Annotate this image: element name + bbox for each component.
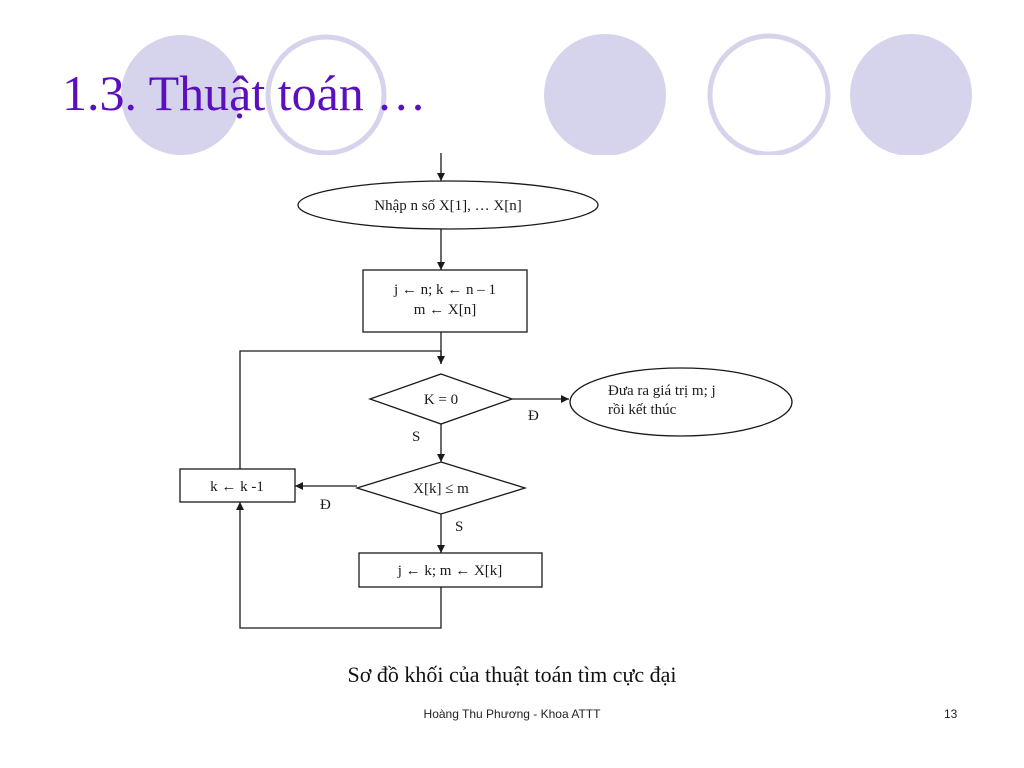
deco-circle-filled-3 <box>850 34 972 156</box>
input-node-label: Nhập n số X[1], … X[n] <box>374 198 521 214</box>
init-node-label-2: m ← X[n] <box>414 302 477 318</box>
output-node-label-2: rồi kết thúc <box>608 402 677 418</box>
deco-circle-filled-2 <box>544 34 666 156</box>
flowchart: Nhập n số X[1], … X[n] j ← n; k ← n – 1 … <box>179 153 793 629</box>
update-node-shape <box>358 552 543 588</box>
init-node-label-1: j ← n; k ← n – 1 <box>393 282 496 298</box>
connector-decrement-loop <box>239 350 442 469</box>
decision-k-label: K = 0 <box>424 392 458 408</box>
update-node-label: j ← k; m ← X[k] <box>397 563 503 579</box>
output-node-shape <box>569 367 793 437</box>
yes-label-1: Đ <box>528 408 539 424</box>
page-number: 13 <box>944 707 958 721</box>
decrement-node-label: k ← k -1 <box>210 479 264 495</box>
no-label-1: S <box>412 429 420 445</box>
slide-footer: Hoàng Thu Phương - Khoa ATTT <box>423 707 601 721</box>
diagram-caption: Sơ đồ khối của thuật toán tìm cực đại <box>347 662 677 687</box>
decision-compare-label: X[k] ≤ m <box>413 481 469 497</box>
slide-title: 1.3. Thuật toán … <box>62 65 427 121</box>
deco-circle-outline-1 <box>265 34 387 156</box>
connector-update-loop <box>236 502 442 629</box>
input-node-shape <box>297 180 599 230</box>
deco-cut-band <box>0 155 1024 160</box>
deco-circle-outline-2 <box>707 33 831 157</box>
yes-label-2: Đ <box>320 497 331 513</box>
decorative-circles <box>0 33 1024 160</box>
no-label-2: S <box>455 519 463 535</box>
decrement-node-shape <box>179 468 296 503</box>
init-node-shape <box>362 269 528 333</box>
deco-circle-filled-1 <box>121 35 241 155</box>
output-node-label-1: Đưa ra giá trị m; j <box>608 383 716 399</box>
